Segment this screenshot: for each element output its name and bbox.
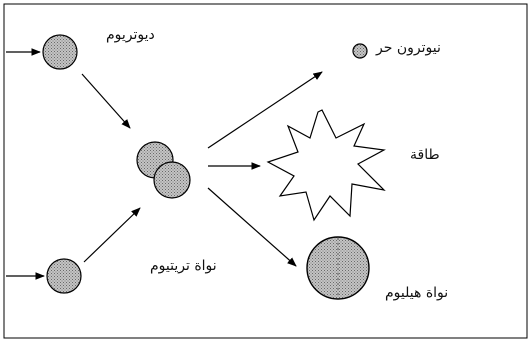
- arrow-tritium-to-merge: [84, 208, 140, 262]
- label-neutron: نيوترون حر: [376, 40, 441, 56]
- neutron-particle: [353, 44, 367, 58]
- tritium-particle: [47, 259, 81, 293]
- label-tritium: نواة تريتيوم: [150, 258, 217, 274]
- arrow-to-helium: [208, 188, 296, 266]
- deuterium-particle: [43, 35, 77, 69]
- arrow-deuterium-to-merge: [82, 74, 130, 128]
- merged-particle-b: [154, 162, 190, 198]
- label-deuterium: ديوتريوم: [106, 27, 155, 43]
- energy-starburst-icon: [268, 110, 384, 220]
- label-helium: نواة هيليوم: [385, 285, 448, 301]
- label-energy: طاقة: [410, 147, 440, 163]
- diagram-frame: [4, 4, 527, 338]
